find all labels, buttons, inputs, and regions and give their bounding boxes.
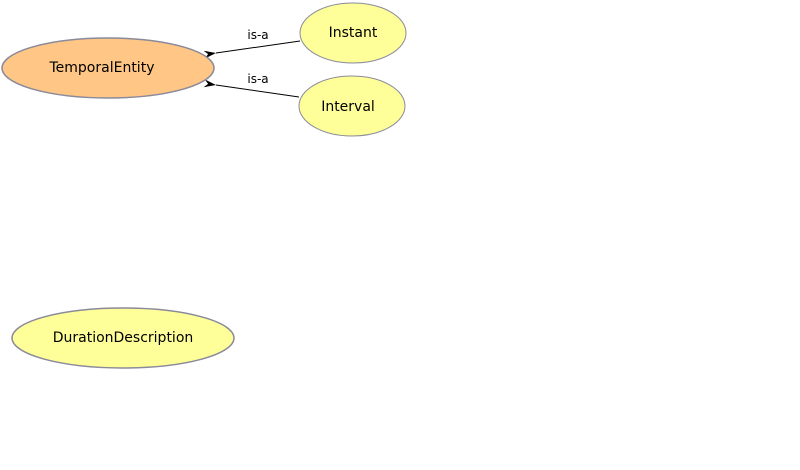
- node-shape: [11, 307, 235, 369]
- edge-instant-is-a-temporalentity: is-a: [203, 28, 301, 59]
- node-label: Instant: [329, 25, 378, 41]
- edge-interval-is-a-temporalentity: is-a: [203, 72, 300, 98]
- node-duration-description[interactable]: DurationDescription: [11, 307, 235, 369]
- node-instant[interactable]: Instant: [299, 2, 407, 64]
- node-shape: [299, 2, 407, 64]
- node-interval[interactable]: Interval: [298, 75, 406, 137]
- node-label: Interval: [321, 99, 375, 115]
- node-shape: [1, 37, 215, 99]
- node-label: DurationDescription: [53, 330, 194, 346]
- node-temporal-entity[interactable]: TemporalEntity: [1, 37, 215, 99]
- node-shape: [298, 75, 406, 137]
- edge-label: is-a: [247, 28, 268, 42]
- edge-label: is-a: [247, 72, 268, 86]
- node-label: TemporalEntity: [49, 60, 155, 76]
